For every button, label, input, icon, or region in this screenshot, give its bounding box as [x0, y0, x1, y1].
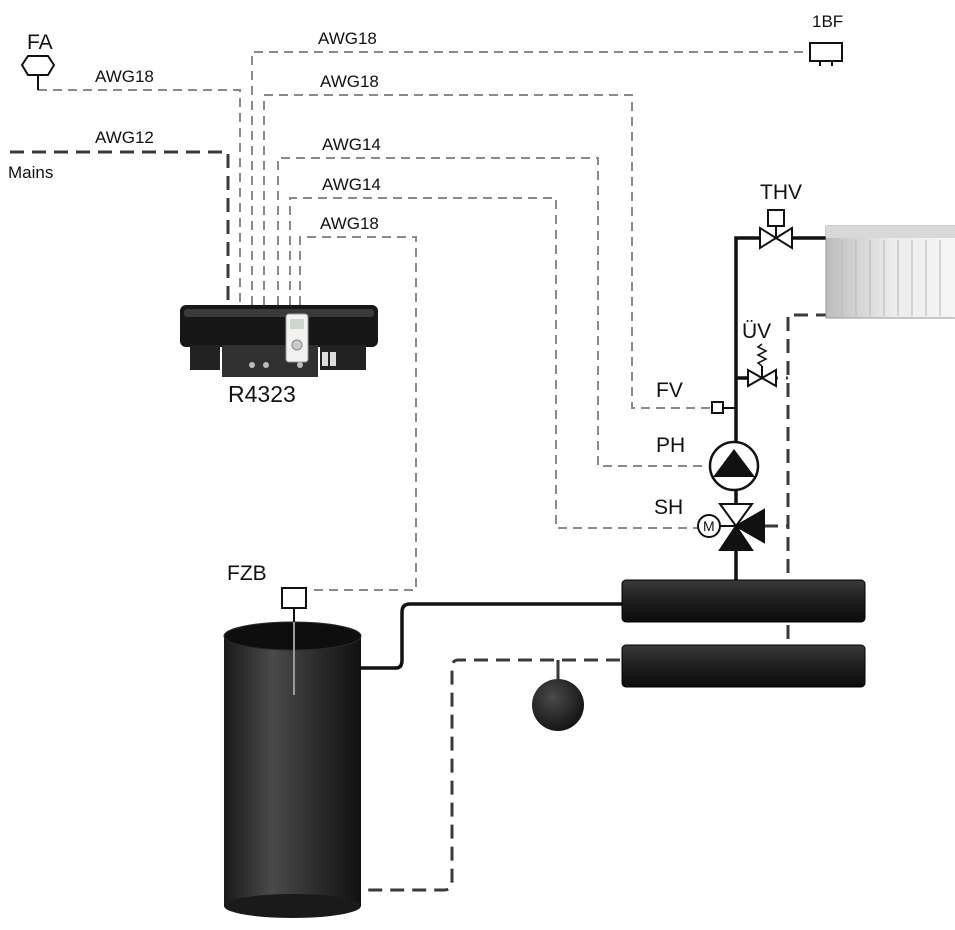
- radiator: [825, 225, 955, 319]
- label-1bf: 1BF: [812, 12, 843, 31]
- motor-label: M: [703, 518, 715, 534]
- wire-sh-gauge: AWG14: [322, 175, 381, 194]
- tank-sensor-fzb-icon[interactable]: [281, 587, 307, 622]
- controller-knob[interactable]: [291, 339, 303, 351]
- flow-sensor-fv-icon[interactable]: [711, 401, 736, 414]
- label-fa: FA: [27, 31, 53, 54]
- label-controller: R4323: [228, 381, 296, 407]
- outdoor-sensor-fa-icon[interactable]: [20, 55, 56, 90]
- tank-header-pipe: [360, 602, 624, 670]
- controller-r4323[interactable]: [180, 305, 378, 377]
- wire-sh: [289, 197, 698, 529]
- wire-fzb-gauge: AWG18: [320, 214, 379, 233]
- wire-ph: [277, 157, 708, 467]
- return-line-tank: [360, 658, 620, 892]
- label-thv: THV: [760, 181, 802, 204]
- room-unit-1bf-icon[interactable]: [809, 42, 843, 66]
- supply-header: [621, 579, 866, 623]
- label-fv: FV: [656, 379, 683, 402]
- wire-fv-gauge: AWG18: [320, 72, 379, 91]
- return-header: [621, 644, 866, 688]
- label-mains: Mains: [8, 163, 53, 182]
- label-fzb: FZB: [227, 562, 267, 585]
- wire-mains-gauge: AWG12: [95, 128, 154, 147]
- wire-bf-gauge: AWG18: [318, 29, 377, 48]
- thermostatic-valve-thv-icon[interactable]: [759, 209, 793, 250]
- label-uv: ÜV: [742, 320, 771, 343]
- wire-fa-gauge: AWG18: [95, 67, 154, 86]
- label-sh: SH: [654, 496, 683, 519]
- return-line-radiator: [786, 313, 830, 648]
- expansion-vessel: [532, 660, 584, 731]
- wire-fv: [263, 94, 712, 409]
- wire-mains: [10, 150, 230, 305]
- wire-fa: [38, 89, 241, 305]
- wire-fzb: [299, 236, 417, 591]
- overflow-valve-uv-icon[interactable]: [747, 343, 777, 388]
- storage-tank: [223, 610, 362, 918]
- mixing-valve-sh-icon[interactable]: M: [697, 503, 765, 551]
- label-ph: PH: [656, 434, 685, 457]
- wire-ph-gauge: AWG14: [322, 135, 381, 154]
- pump-ph-icon[interactable]: [708, 440, 760, 492]
